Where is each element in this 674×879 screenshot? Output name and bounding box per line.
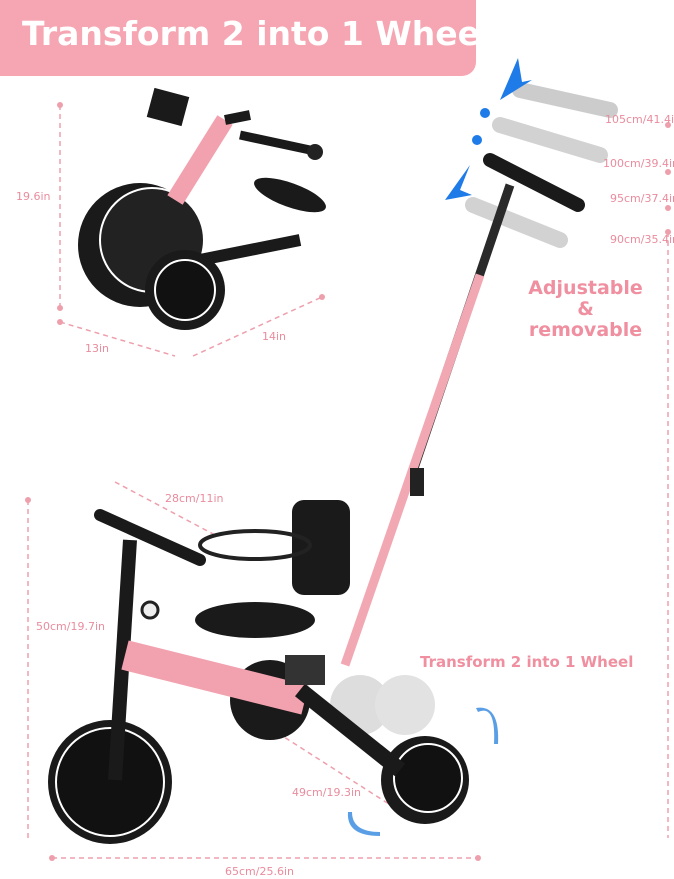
length-label: 65cm/25.6in [225, 865, 294, 878]
folded-height-label: 19.6in [16, 190, 51, 203]
tricycle [48, 500, 469, 844]
push-handle-positions [340, 82, 618, 667]
wheelbase-label: 49cm/19.3in [292, 786, 361, 799]
height-label-100: 100cm/39.4in [603, 157, 674, 170]
transform-feature-text: Transform 2 into 1 Wheel [420, 653, 634, 671]
trike-height-label: 50cm/19.7in [36, 620, 105, 633]
folded-width-label: 14in [262, 330, 287, 343]
height-label-90: 90cm/35.4in [610, 233, 674, 246]
folded-depth-label: 13in [85, 342, 110, 355]
adjust-arrows [445, 58, 532, 200]
dimension-lines [27, 105, 669, 859]
banner-title: Transform 2 into 1 Wheel [22, 14, 492, 53]
height-label-95: 95cm/37.4in [610, 192, 674, 205]
adjustable-feature-text: Adjustable & removable [528, 277, 643, 341]
seat-width-label: 28cm/11in [165, 492, 224, 505]
title-banner: Transform 2 into 1 Wheel [0, 0, 491, 76]
folded-tricycle [78, 87, 326, 330]
height-label-105: 105cm/41.4in [605, 113, 674, 126]
rotate-arrows [347, 707, 499, 836]
